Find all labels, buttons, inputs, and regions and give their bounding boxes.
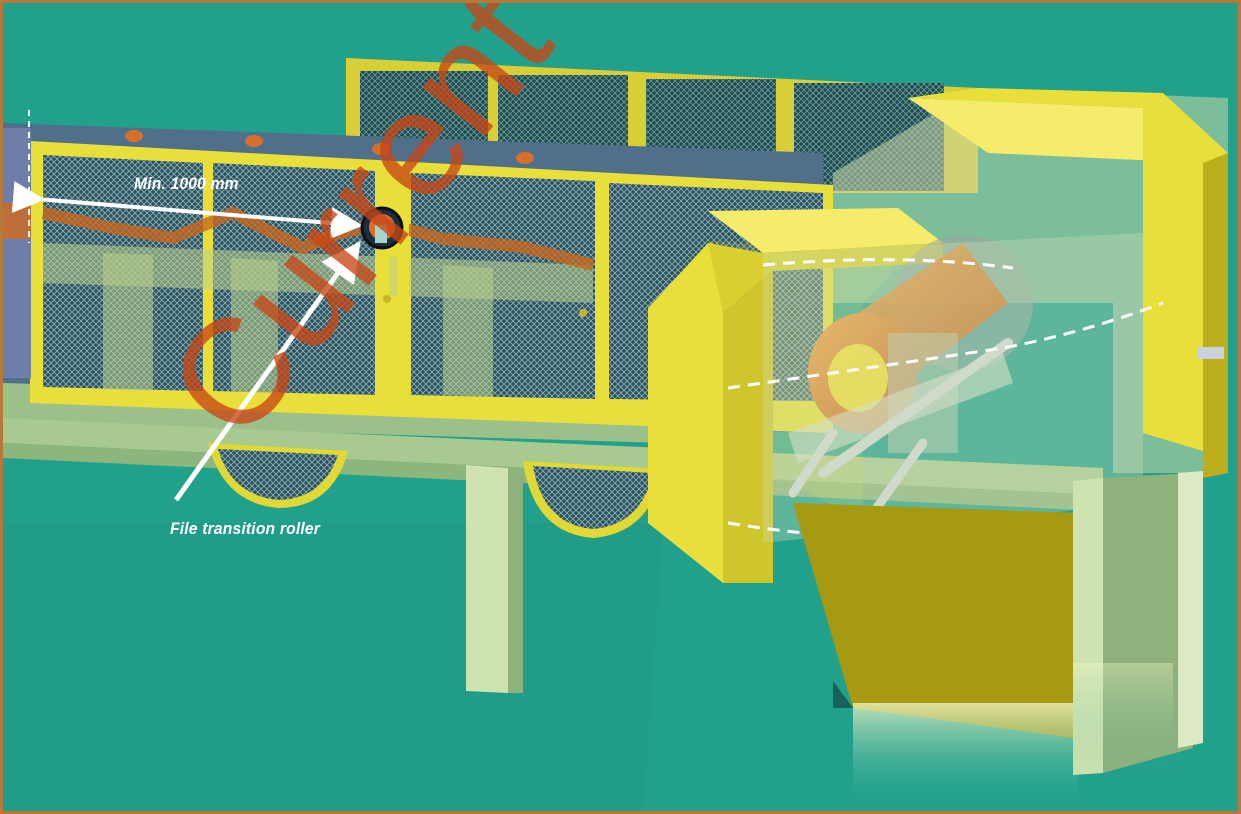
conveyor-illustration: [3, 3, 1238, 811]
roller-label: File transition roller: [170, 519, 320, 539]
left-frame-stub: [3, 128, 31, 378]
right-legs: [1073, 471, 1203, 783]
support-legs: [466, 465, 523, 693]
floor-shadow: [3, 523, 663, 811]
min-distance-label: Min. 1000 mm: [134, 174, 239, 194]
